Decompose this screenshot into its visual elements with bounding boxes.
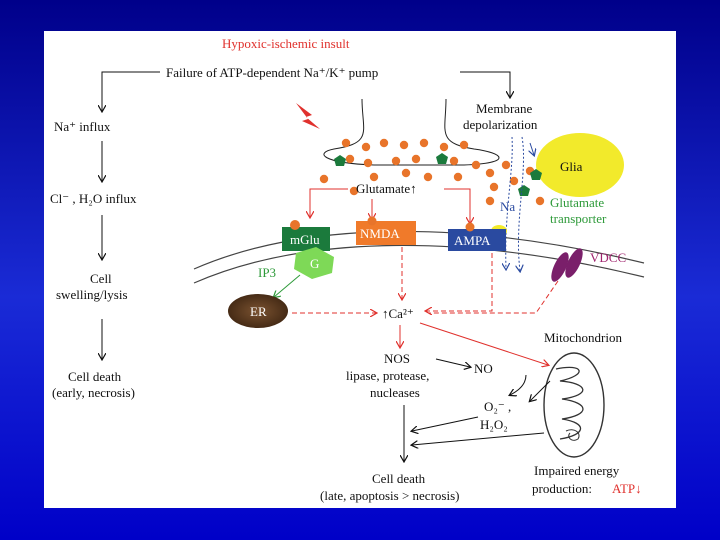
no-label: NO — [474, 361, 493, 376]
transporter-line1: Glutamate — [550, 195, 604, 210]
arrow-pump-to-depol — [460, 71, 510, 97]
arrow-glu-to-ampa — [444, 188, 470, 223]
insult-label: Hypoxic-ischemic insult — [222, 36, 350, 51]
pathway-diagram: Hypoxic-ischemic insult Failure of ATP-d… — [50, 36, 645, 503]
vdcc-channel-left — [551, 252, 569, 282]
arrow-g-to-er — [274, 274, 301, 297]
vdcc-label: VDCC — [590, 250, 626, 265]
impaired-line2: production: — [532, 481, 592, 496]
g-protein-shape — [294, 247, 334, 279]
swelling-line1: Cell — [90, 271, 112, 286]
depolarization-line1: Membrane — [476, 101, 533, 116]
uptake-dotted-line — [518, 136, 525, 271]
diagram-panel: Hypoxic-ischemic insult Failure of ATP-d… — [44, 31, 676, 508]
transporter-marker — [436, 153, 448, 164]
swelling-line2: swelling/lysis — [56, 287, 128, 302]
mglu-ligand-icon — [290, 220, 300, 230]
late-death-line2: (late, apoptosis > necrosis) — [320, 488, 459, 503]
enzymes-line3: nucleases — [370, 385, 420, 400]
na-influx-label: Na⁺ influx — [54, 119, 111, 134]
glutamate-dots — [319, 138, 545, 206]
early-death-line1: Cell death — [68, 369, 122, 384]
arrow-ampa-to-ca — [426, 253, 493, 311]
o2-label: O₂⁻ , — [484, 399, 511, 414]
cl-influx-label: Cl⁻ , H₂O influx — [50, 191, 137, 206]
arrow-mito-to-death — [412, 432, 545, 445]
mitochondrion-cristae — [555, 366, 584, 440]
mglu-receptor-box — [282, 227, 330, 251]
arrow-ros-to-death — [412, 416, 479, 431]
mitochondrion-label: Mitochondrion — [544, 330, 622, 345]
early-death-line2: (early, necrosis) — [52, 385, 135, 400]
ampa-label: AMPA — [454, 233, 491, 248]
ip3-label: IP3 — [258, 265, 276, 280]
presynaptic-terminal — [323, 98, 500, 166]
arrow-vdcc-to-ca — [428, 280, 559, 314]
arrow-nos-to-no — [435, 358, 470, 367]
g-label: G — [310, 256, 319, 271]
calcium-label: ↑Ca²⁺ — [382, 306, 414, 321]
arrow-ca-to-mitochondrion — [419, 322, 548, 365]
late-death-line1: Cell death — [372, 471, 426, 486]
glia-transporter-icon — [518, 185, 530, 196]
er-label: ER — [250, 304, 267, 319]
na-arrow — [530, 142, 534, 155]
glia-transporter-icon — [530, 169, 542, 180]
nmda-ligand-icon — [367, 216, 377, 226]
arrow-glu-to-mglu — [310, 188, 348, 217]
transporter-marker — [334, 155, 346, 166]
nmda-receptor-box — [356, 221, 416, 245]
arrow-mito-to-ros — [530, 380, 551, 401]
transporter-line2: transporter — [550, 211, 607, 226]
lightning-icon — [296, 103, 320, 129]
glia-label: Glia — [560, 159, 583, 174]
mitochondrion-dna-icon — [565, 429, 580, 441]
depolarization-line2: depolarization — [463, 117, 538, 132]
vdcc-channel-right — [565, 248, 583, 278]
glia-cell — [536, 133, 624, 197]
arrow-pump-to-na — [102, 71, 160, 111]
mglu-label: mGlu — [290, 232, 320, 247]
atp-label: ATP↓ — [612, 481, 642, 496]
nos-label: NOS — [384, 351, 410, 366]
enzymes-line2: lipase, protease, — [346, 368, 429, 383]
ampa-receptor-box — [448, 229, 506, 251]
nmda-label: NMDA — [360, 226, 400, 241]
mitochondrion-outer — [543, 352, 605, 458]
er-organelle — [228, 294, 288, 328]
h2o2-label: H₂O₂ — [480, 417, 508, 432]
na-label: Na — [500, 199, 515, 214]
glutamate-label: Glutamate↑ — [356, 181, 417, 196]
arrow-no-to-o2 — [510, 374, 527, 395]
pump-failure-label: Failure of ATP-dependent Na⁺/K⁺ pump — [166, 65, 378, 80]
ampa-ligand-dot — [465, 222, 475, 232]
impaired-line1: Impaired energy — [534, 463, 620, 478]
